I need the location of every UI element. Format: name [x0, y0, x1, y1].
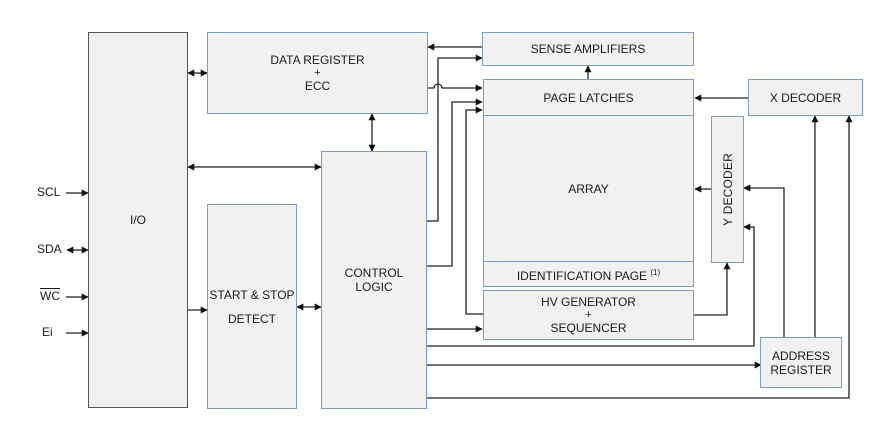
hv-generator-block: HV GENERATOR + SEQUENCER [483, 290, 694, 340]
start-stop-detect-block: START & STOP DETECT [207, 204, 297, 409]
sense-amplifiers-label: SENSE AMPLIFIERS [530, 42, 646, 56]
wire-hv-pagelatches [465, 106, 483, 315]
start-stop-label: START & STOP [209, 287, 295, 302]
control-label: CONTROL [344, 266, 404, 280]
identification-page-label: IDENTIFICATION PAGE (1) [517, 266, 660, 283]
array-block: ARRAY [483, 115, 694, 262]
hv-generator-plus: + [585, 309, 592, 321]
io-label: I/O [129, 213, 146, 227]
signal-label-scl: SCL [37, 185, 61, 199]
wire-control-xdecoder [427, 115, 853, 399]
y-decoder-block: Y DECODER [711, 116, 744, 263]
array-label: ARRAY [568, 181, 609, 196]
wire-hv-ydecoder [694, 262, 731, 316]
sequencer-label: SEQUENCER [550, 321, 627, 335]
identification-page-footnote: (1) [650, 267, 661, 277]
x-decoder-block: X DECODER [748, 79, 863, 116]
page-latches-label: PAGE LATCHES [543, 90, 634, 105]
wire-control-ydecoder [427, 223, 755, 347]
signal-label-ei: Ei [42, 325, 53, 339]
page-latches-block: PAGE LATCHES [483, 79, 694, 116]
io-block: I/O [88, 32, 188, 408]
data-register-block: DATA REGISTER + ECC [207, 32, 428, 114]
identification-page-text: IDENTIFICATION PAGE [516, 268, 648, 283]
logic-label: LOGIC [355, 280, 393, 294]
data-register-plus: + [314, 67, 321, 79]
wire-datareg-pagelatches [428, 83, 483, 92]
sense-amplifiers-block: SENSE AMPLIFIERS [482, 32, 694, 66]
hv-generator-label: HV GENERATOR [541, 295, 636, 309]
wire-control-sense [427, 54, 483, 222]
signal-label-wc: WC [40, 289, 60, 303]
x-decoder-label: X DECODER [769, 90, 842, 105]
address-register-block: ADDRESS REGISTER [760, 337, 842, 388]
identification-page-block: IDENTIFICATION PAGE (1) [483, 261, 694, 287]
ecc-label: ECC [304, 79, 331, 93]
control-logic-block: CONTROL LOGIC [321, 151, 427, 409]
y-decoder-label: Y DECODER [720, 153, 735, 226]
register-label: REGISTER [770, 362, 832, 377]
address-label: ADDRESS [771, 348, 830, 363]
wire-addr-ydecoder [743, 184, 785, 337]
data-register-label: DATA REGISTER [270, 53, 365, 67]
signal-label-sda: SDA [37, 242, 62, 256]
detect-label: DETECT [228, 311, 276, 326]
wire-control-pagelatches [427, 98, 483, 267]
